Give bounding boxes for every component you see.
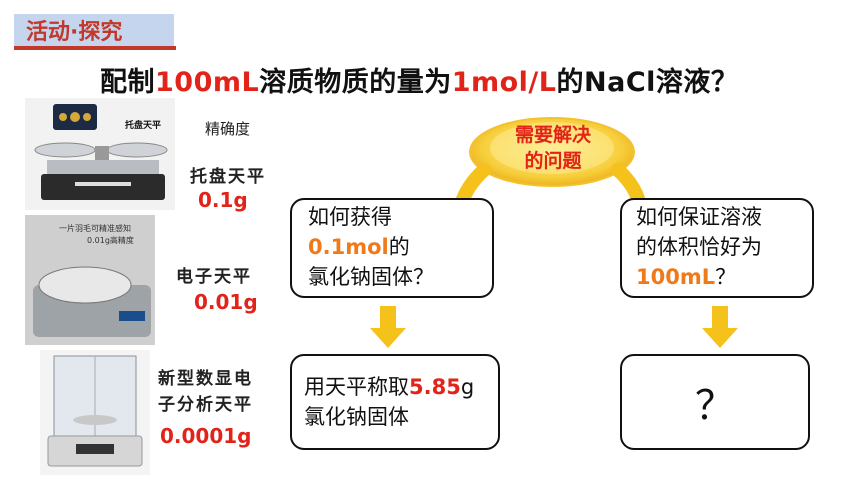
right-problem-box: 如何保证溶液 的体积恰好为 100mL？ xyxy=(620,198,814,298)
problem-badge-text: 需要解决 的问题 xyxy=(492,122,614,174)
tray-balance-image: 托盘天平 xyxy=(25,98,175,210)
main-question: 配制100mL溶质物质的量为1mol/L的NaCl溶液？ xyxy=(100,60,738,99)
electronic-balance-name: 电子天平 xyxy=(176,267,252,287)
question-part-5: 的NaCl溶液？ xyxy=(556,67,739,98)
left-down-arrow-icon xyxy=(370,306,406,348)
tray-balance-image-label: 托盘天平 xyxy=(125,119,161,131)
electronic-balance-caption-2: 0.01g高精度 xyxy=(87,235,134,245)
analytical-balance-image xyxy=(40,350,150,475)
question-part-1: 配制 xyxy=(100,67,155,98)
left-problem-box: 如何获得 0.1mol的 氯化钠固体？ xyxy=(290,198,494,298)
left-problem-amount: 0.1mol xyxy=(308,235,389,259)
analytical-balance-name-line2: 子分析天平 xyxy=(158,395,253,415)
right-answer-question-mark: ？ xyxy=(695,383,735,429)
problem-badge-line1: 需要解决 xyxy=(514,124,591,146)
electronic-balance-precision: 0.01g xyxy=(194,290,258,314)
right-problem-volume: 100mL xyxy=(636,265,716,289)
electronic-balance-caption-1: 一片羽毛可精准感知 xyxy=(59,223,131,233)
right-answer-box: ？ xyxy=(620,354,810,450)
left-answer-line1-a: 用天平称取 xyxy=(304,375,409,399)
precision-label: 精确度 xyxy=(205,120,251,138)
analytical-balance-precision: 0.0001g xyxy=(160,424,252,448)
problem-badge-line2: 的问题 xyxy=(524,150,582,172)
question-part-3: 溶质物质的量为 xyxy=(259,67,452,98)
analytical-balance-name-line1: 新型数显电 xyxy=(158,369,253,389)
left-problem-line2-rest: 的 xyxy=(388,235,410,259)
problem-badge-graphic xyxy=(446,117,654,222)
left-problem-line3: 氯化钠固体？ xyxy=(308,265,434,289)
left-answer-unit: g xyxy=(460,375,475,399)
tray-balance-name: 托盘天平 xyxy=(190,167,266,187)
left-answer-box: 用天平称取5.85g 氯化钠固体 xyxy=(290,354,500,450)
tray-balance-precision: 0.1g xyxy=(198,188,248,212)
question-volume: 100mL xyxy=(155,67,260,98)
right-down-arrow-icon xyxy=(702,306,738,348)
left-answer-line2: 氯化钠固体 xyxy=(304,405,409,429)
header-background xyxy=(14,14,174,46)
right-problem-line3-rest: ？ xyxy=(715,265,737,289)
electronic-balance-image: 一片羽毛可精准感知 0.01g高精度 xyxy=(25,215,155,345)
right-problem-line1: 如何保证溶液 xyxy=(636,205,762,229)
question-concentration: 1mol/L xyxy=(451,67,557,98)
right-problem-line2: 的体积恰好为 xyxy=(636,235,762,259)
section-title: 活动·探究 xyxy=(26,20,123,45)
header-underline xyxy=(14,46,176,50)
left-problem-line1: 如何获得 xyxy=(308,205,392,229)
left-answer-mass: 5.85 xyxy=(409,375,461,399)
